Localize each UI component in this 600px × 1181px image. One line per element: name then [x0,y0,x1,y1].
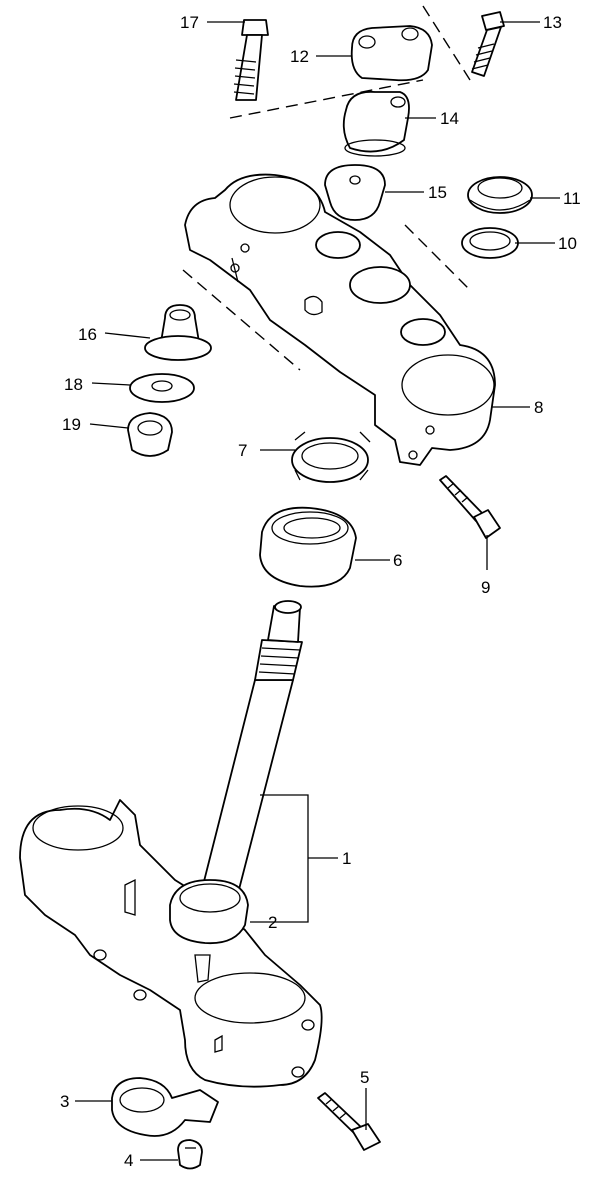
part-9-bolt [439,475,501,539]
callout-14: 14 [440,109,459,128]
callout-8: 8 [534,398,543,417]
callout-17: 17 [180,13,199,32]
part-3-clamp [111,1077,219,1137]
callout-19: 19 [62,415,81,434]
part-2-bearing [169,879,249,945]
callout-1: 1 [342,849,351,868]
part-8-upper-bracket [184,173,496,466]
callout-12: 12 [290,47,309,66]
callout-4: 4 [124,1151,133,1170]
callout-16: 16 [78,325,97,344]
callout-6: 6 [393,551,402,570]
callout-7: 7 [238,441,247,460]
part-13-bolt [471,11,505,77]
callout-10: 10 [558,234,577,253]
part-18-washer [129,373,195,403]
callout-3: 3 [60,1092,69,1111]
part-1-steering-stem [19,600,323,1088]
part-11-stem-nut [467,176,533,214]
part-10-washer [461,227,519,259]
callout-2: 2 [268,913,277,932]
part-19-nut [127,412,173,457]
callout-15: 15 [428,183,447,202]
callout-13: 13 [543,13,562,32]
callout-9: 9 [481,578,490,597]
part-12-handlebar-holder [350,25,433,82]
callout-11: 11 [563,189,581,208]
part-6-bearing [259,506,357,588]
part-4-bolt [177,1139,203,1170]
callout-18: 18 [64,375,83,394]
part-16-bush [144,304,212,361]
callout-labels: 17 12 13 14 15 11 10 16 18 19 7 8 6 9 1 … [60,13,581,1170]
leader-lines [75,21,560,1161]
part-5-bolt [317,1092,381,1151]
part-15-cushion [324,164,386,221]
callout-5: 5 [360,1068,369,1087]
part-7-lock-nut [291,431,371,483]
part-14-handlebar-holder-lower [342,90,410,157]
part-17-bolt [233,19,269,101]
